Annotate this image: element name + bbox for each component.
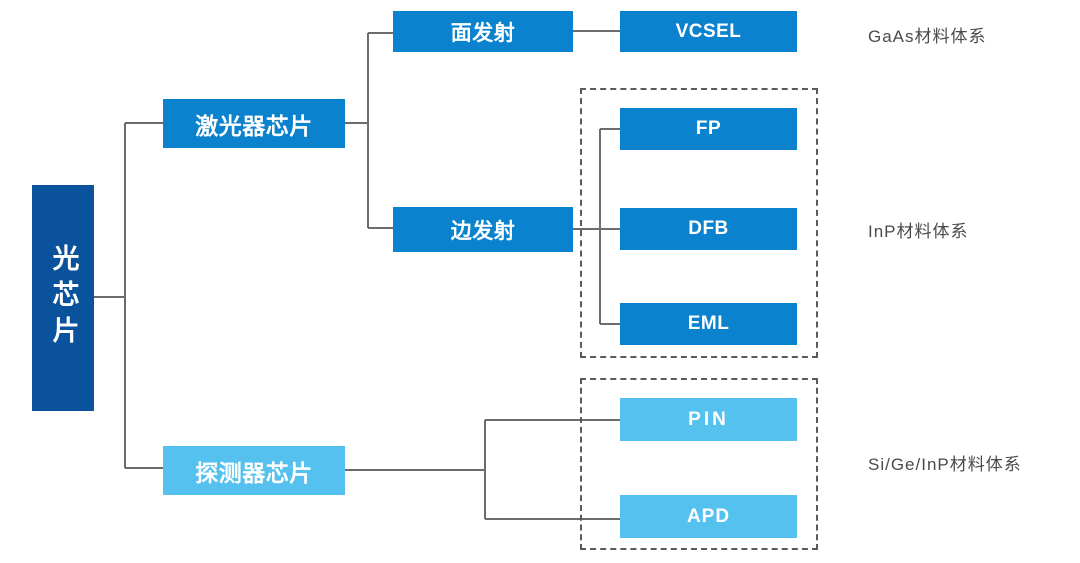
node-surface-emitting[interactable]: 面发射 [393, 11, 573, 52]
node-laser-chip[interactable]: 激光器芯片 [163, 99, 345, 148]
material-label-sigeinp: Si/Ge/InP材料体系 [868, 455, 1022, 474]
node-vcsel[interactable]: VCSEL [620, 11, 797, 52]
node-dfb[interactable]: DFB [620, 208, 797, 250]
node-root-optical-chip[interactable]: 光芯片 [32, 185, 94, 411]
dashed-group-sigeinp [580, 378, 818, 550]
material-label-inp: InP材料体系 [868, 222, 969, 241]
dashed-group-inp [580, 88, 818, 358]
node-eml[interactable]: EML [620, 303, 797, 345]
node-detector-chip[interactable]: 探测器芯片 [163, 446, 345, 495]
material-label-gaas: GaAs材料体系 [868, 27, 987, 46]
node-edge-emitting[interactable]: 边发射 [393, 207, 573, 252]
node-apd[interactable]: APD [620, 495, 797, 538]
node-fp[interactable]: FP [620, 108, 797, 150]
node-pin[interactable]: PIN [620, 398, 797, 441]
